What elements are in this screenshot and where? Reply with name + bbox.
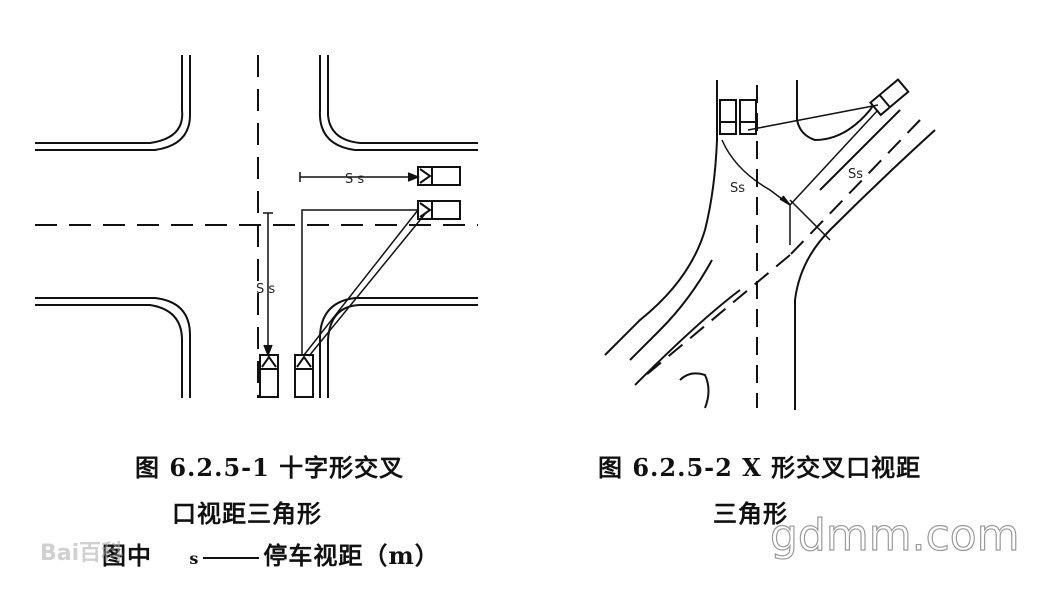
vehicle-diagonal-1 <box>869 78 910 117</box>
road-edge-left <box>604 80 718 356</box>
figure2-caption-line1: 图 6.2.5-2 X 形交叉口视距 <box>598 453 922 482</box>
figure1-caption-line3: 图中 s 停车视距（m） <box>102 536 440 571</box>
sight-distance-right <box>789 109 879 206</box>
baidu-watermark: Bai百科 <box>40 541 124 566</box>
dash-line-icon <box>203 556 260 559</box>
curb-top-right <box>318 55 478 151</box>
figure1-caption-line1: 图 6.2.5-1 十字形交叉 <box>135 453 405 482</box>
figure2-caption-line2: 三角形 <box>713 499 788 528</box>
road-edge-right-top <box>796 80 881 142</box>
figure1-caption-prefix: 图中 <box>102 541 152 570</box>
stop-distance-symbol: s <box>189 549 200 568</box>
figure1-caption-suffix: 停车视距（m） <box>263 541 440 570</box>
figure1-caption-line2: 口视距三角形 <box>172 499 322 528</box>
road-edge-diagonal <box>794 129 936 410</box>
label-ss-left: Ss <box>730 181 745 196</box>
vehicle-east-1 <box>417 166 461 186</box>
curb-bottom <box>679 372 710 409</box>
label-ss-horizontal: S s <box>345 172 364 187</box>
sight-triangle-hypotenuse <box>303 209 419 356</box>
curb-top-left <box>35 55 184 144</box>
sight-line-l <box>301 209 418 355</box>
label-ss-vertical: S s <box>256 282 275 297</box>
vehicle-north-1 <box>719 99 737 135</box>
sight-distance-left <box>721 139 791 206</box>
curb-bottom-left <box>35 297 191 398</box>
gdmm-watermark: gdmm.com <box>769 509 1020 561</box>
vehicle-north-2 <box>739 99 757 135</box>
sight-line-top <box>747 104 879 131</box>
label-ss-right: Ss <box>848 167 863 182</box>
centerline-diagonal <box>789 119 921 256</box>
